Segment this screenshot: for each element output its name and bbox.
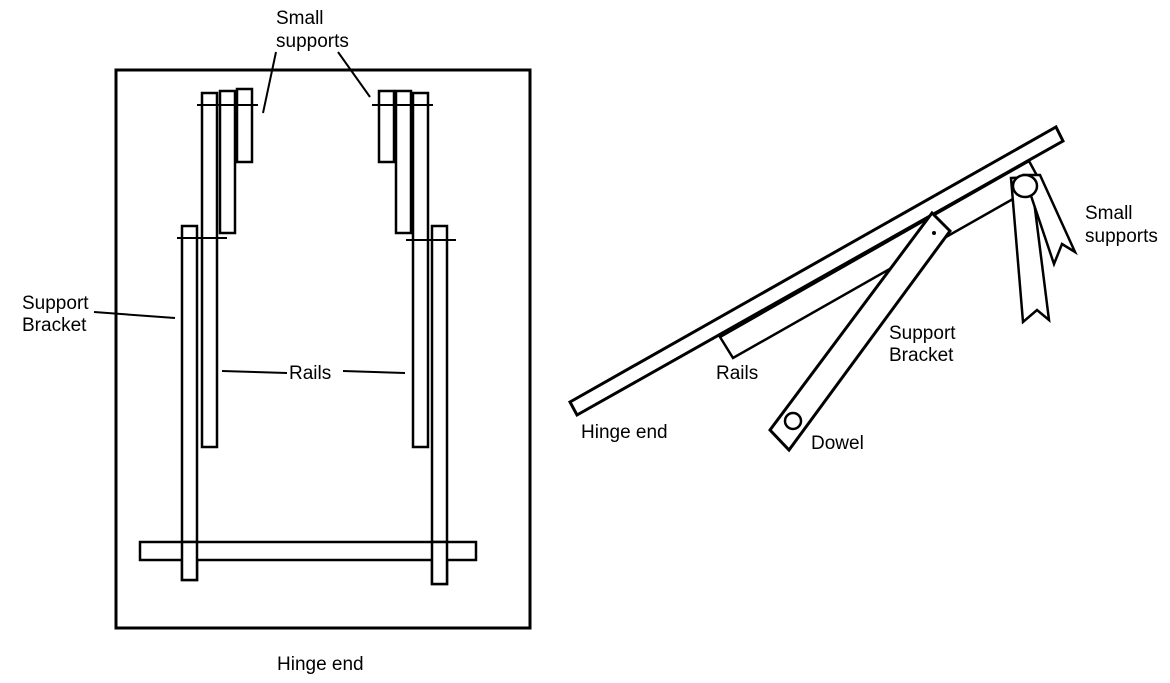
rails-leader-left (221, 370, 288, 374)
right-small-support-1 (394, 89, 413, 235)
left-rail (200, 91, 219, 449)
bracket-top-pivot (932, 231, 936, 235)
top-small-supports-label-2: supports (276, 31, 349, 52)
side-small-supports-label-2: supports (1085, 226, 1158, 247)
left-small-support-2 (235, 87, 254, 164)
left-bracket-front (180, 540, 199, 582)
side-small-supports-label-1: Small (1085, 203, 1133, 224)
top-view: Small supports Support Bracket Rails Hin… (22, 8, 532, 675)
top-support-bracket-label-1: Support (22, 293, 89, 314)
side-small-support-2 (1022, 173, 1078, 268)
side-dowel-label: Dowel (811, 433, 864, 454)
top-support-bracket-label-2: Bracket (22, 315, 87, 336)
side-small-supports-pin (1011, 173, 1039, 199)
dowel-icon (783, 411, 803, 431)
small-supports-leader-left (262, 51, 277, 114)
right-rail (411, 91, 430, 449)
bracket-crossbar (138, 540, 478, 562)
rails-leader-right (342, 370, 406, 374)
top-rails-label: Rails (289, 363, 331, 384)
top-small-supports-label-1: Small (276, 8, 324, 29)
left-support-bracket (180, 224, 199, 582)
side-rail (718, 159, 1043, 360)
top-hinge-end-label: Hinge end (277, 654, 364, 675)
right-small-support-2 (377, 89, 396, 164)
side-hinge-end-label: Hinge end (581, 422, 668, 443)
support-bracket-leader (93, 311, 176, 319)
side-rails-label: Rails (716, 363, 758, 384)
right-support-bracket (430, 224, 449, 586)
small-supports-leader-right (337, 51, 371, 98)
side-board (567, 124, 1065, 418)
side-support-bracket (768, 210, 952, 453)
side-support-bracket-label-1: Support (889, 323, 956, 344)
right-bracket-front (430, 540, 449, 586)
left-small-support-1 (218, 89, 237, 235)
side-view: Small supports Support Bracket Rails Hin… (567, 124, 1158, 454)
side-support-bracket-label-2: Bracket (889, 345, 954, 366)
